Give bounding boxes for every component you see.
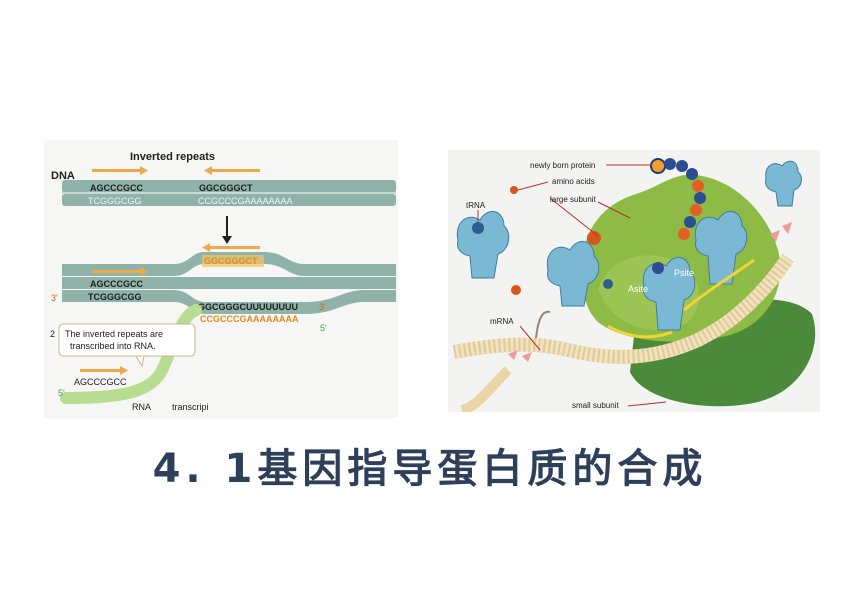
newly-born-protein-label: newly born protein xyxy=(530,161,595,170)
mid-repeat-arrow xyxy=(92,267,148,276)
three-prime-right: 3' xyxy=(319,302,326,312)
rna-strand xyxy=(60,304,202,404)
callout-text-line2: transcribed into RNA. xyxy=(70,341,156,351)
mrna-label: mRNA xyxy=(490,317,514,326)
ribosome-translation-diagram: newly born protein amino acids large sub… xyxy=(448,150,820,415)
separated-top-seq: GGCGGGCT xyxy=(204,256,258,266)
translocation-arrows xyxy=(607,258,755,339)
mrna-strand xyxy=(452,254,794,364)
rna-repeat-arrow xyxy=(80,366,128,375)
callout-text-line1: The inverted repeats are xyxy=(65,329,163,339)
top-strand-seq2: GGCGGGCT xyxy=(199,183,253,193)
dna-transcription-diagram: Inverted repeats DNA AGCCCGCC GGCGGGCT T… xyxy=(44,140,398,418)
trna-exit xyxy=(694,211,748,285)
mid-lower-strand xyxy=(62,290,396,314)
trna-a-site xyxy=(546,241,600,307)
inverted-repeats-label: Inverted repeats xyxy=(130,151,215,163)
small-subunit-label: small subunit xyxy=(572,401,619,410)
mrna-direction-arrows xyxy=(508,222,792,362)
transcript-seq: GGCGGGCUUUUUUUU xyxy=(198,302,298,312)
three-prime-left: 3' xyxy=(51,293,58,303)
label-leader-lines xyxy=(477,164,667,407)
bottom-strand-seq1: TCGGGCGG xyxy=(88,196,142,206)
trna-far-right xyxy=(765,160,802,207)
mid-top-seq: AGCCCGCC xyxy=(90,279,143,289)
callout-box xyxy=(58,323,196,368)
transcript-label: transcripi xyxy=(172,402,209,412)
mrna-tail xyxy=(460,366,512,415)
trna-left xyxy=(456,211,510,279)
mid-bottom-seq: TCGGGCGG xyxy=(88,292,142,302)
bottom-strand-seq2: CCGCCCGAAAAAAAA xyxy=(198,196,293,206)
separated-repeat-highlight xyxy=(202,255,264,267)
psite-label: Psite xyxy=(674,268,694,278)
template-seq: CCGCCCGAAAAAAAA xyxy=(200,314,299,324)
process-down-arrow xyxy=(222,216,232,244)
five-prime-rna: 5' xyxy=(58,388,65,398)
mrna-cap xyxy=(535,310,551,339)
top-strand-seq1: AGCCCGCC xyxy=(90,183,143,193)
dna-diagram-svg: Inverted repeats DNA AGCCCGCC GGCGGGCT T… xyxy=(50,151,396,412)
rna-label: RNA xyxy=(132,402,151,412)
amino-acids-label: amino acids xyxy=(552,177,595,186)
protein-chain xyxy=(510,158,706,295)
trna-label: tRNA xyxy=(466,201,486,210)
dna-label: DNA xyxy=(51,170,75,182)
dna-double-strand xyxy=(62,180,396,206)
upper-repeat-arrow xyxy=(202,243,260,252)
mid-upper-strand xyxy=(62,277,396,289)
ribosome-diagram-svg: newly born protein amino acids large sub… xyxy=(452,158,816,415)
asite-label: Asite xyxy=(628,284,648,294)
rna-seq: AGCCCGCC xyxy=(74,377,127,387)
inverted-repeat-arrow-right xyxy=(204,166,260,175)
inverted-repeat-arrow-left xyxy=(92,166,148,175)
slide-title: 4. 1基因指导蛋白质的合成 xyxy=(152,446,708,492)
step-number: 2 xyxy=(50,329,55,339)
five-prime-right: 5' xyxy=(320,323,327,333)
large-subunit-label: large subunit xyxy=(550,195,597,204)
